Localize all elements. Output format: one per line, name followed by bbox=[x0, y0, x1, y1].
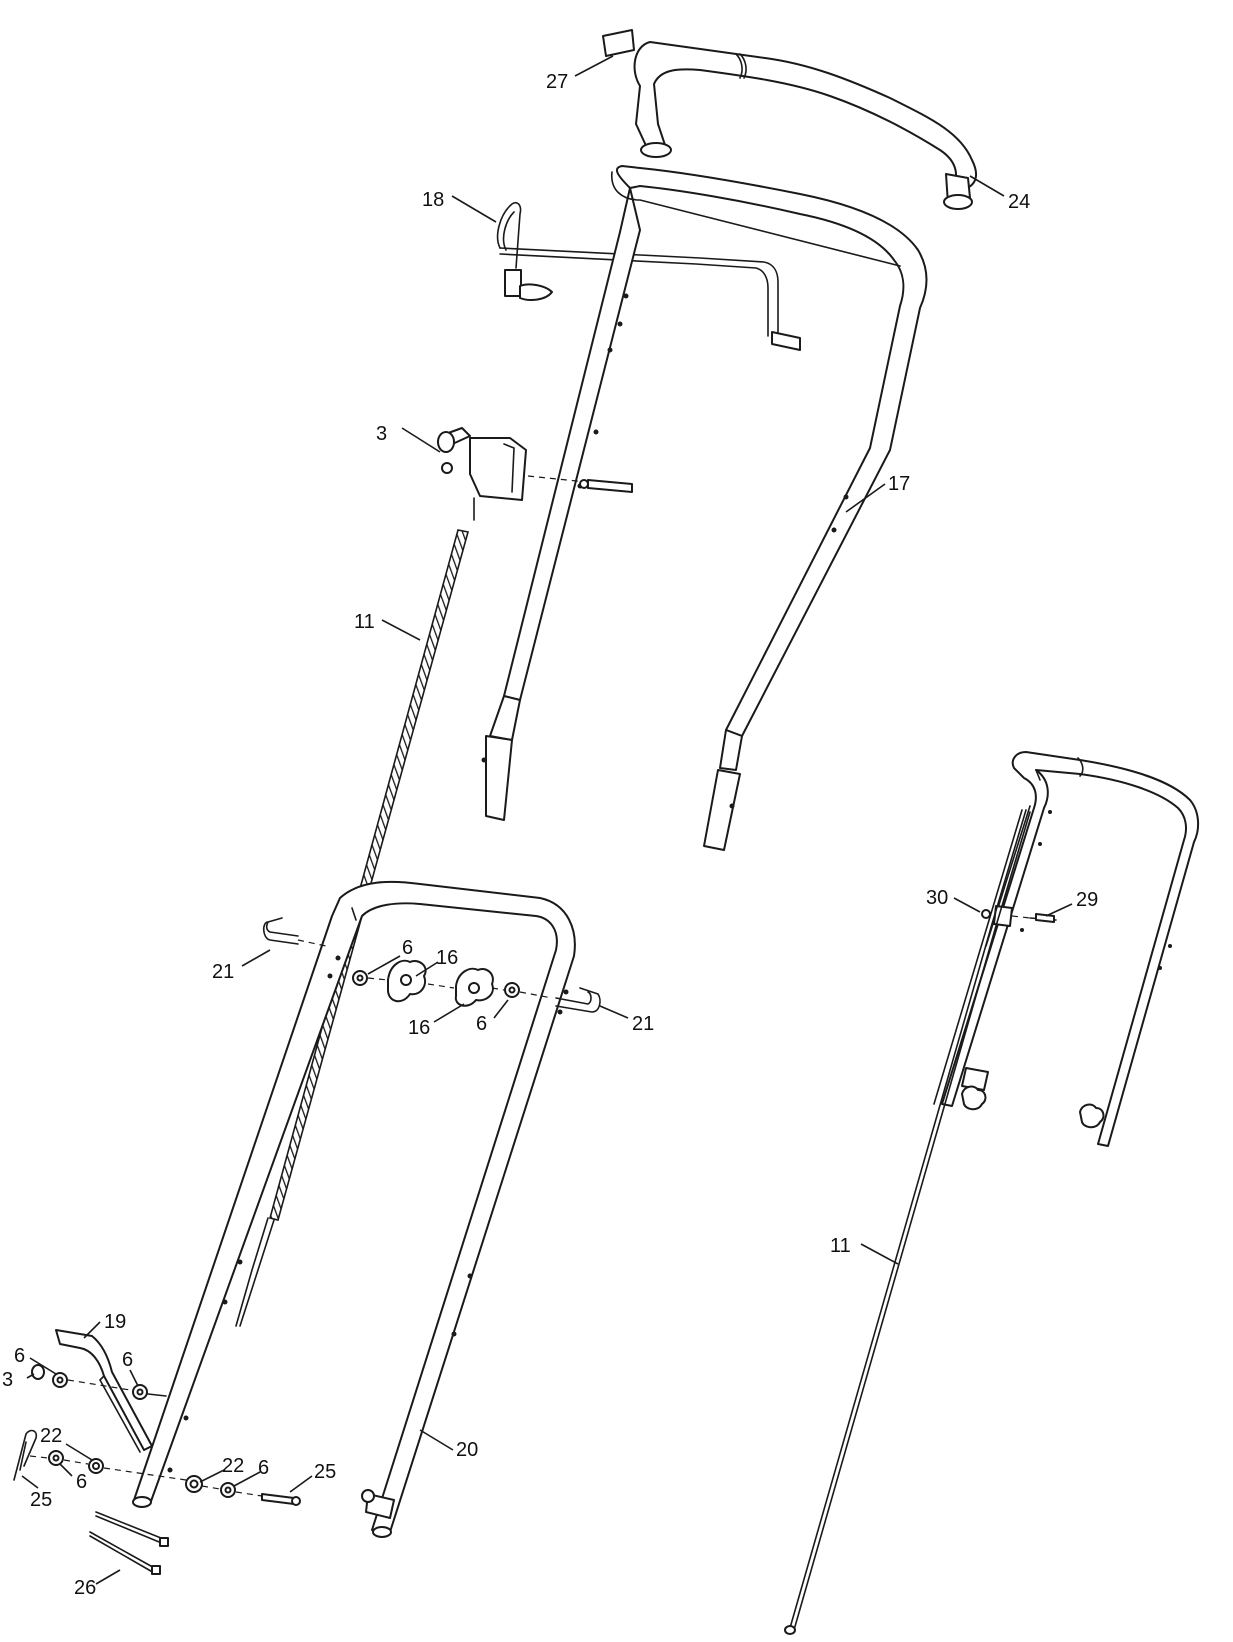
callout-11-right: 11 bbox=[830, 1235, 851, 1257]
callout-6-lower-a: 6 bbox=[14, 1345, 25, 1367]
part-25-hairpin-left bbox=[13, 1429, 38, 1481]
callout-3-throttle: 3 bbox=[376, 423, 387, 445]
callout-21-left: 21 bbox=[212, 961, 234, 983]
callout-labels: 27 24 18 3 17 11 30 29 6 16 21 16 6 21 1… bbox=[2, 71, 1098, 1599]
callout-29: 29 bbox=[1076, 889, 1098, 911]
part-18-bail-lever bbox=[496, 201, 801, 351]
callout-22-right: 22 bbox=[222, 1455, 244, 1477]
callout-24: 24 bbox=[1008, 191, 1030, 213]
callout-11-upper: 11 bbox=[354, 611, 375, 633]
callout-18: 18 bbox=[422, 189, 444, 211]
callout-19: 19 bbox=[104, 1311, 126, 1333]
part-6-washer-lower-c bbox=[48, 1450, 64, 1466]
part-27-label-tag bbox=[602, 29, 635, 57]
assembled-handle-view bbox=[933, 751, 1200, 1147]
callout-16-upper: 16 bbox=[436, 947, 458, 969]
callout-6-upper-left: 6 bbox=[402, 937, 413, 959]
callout-6-upper-right: 6 bbox=[476, 1013, 487, 1035]
part-22-spacer-lower-right bbox=[185, 1475, 203, 1493]
part-11-cable-right bbox=[784, 809, 1031, 1635]
part-6-washer-upper-right bbox=[504, 982, 520, 998]
leader-lines bbox=[21, 55, 1073, 1585]
part-21-u-bolt-right bbox=[555, 987, 601, 1013]
part-21-u-bolt-left bbox=[262, 917, 327, 947]
part-25-clevis-pin bbox=[261, 1493, 301, 1506]
part-6-washer-lower-a bbox=[52, 1372, 68, 1388]
callout-25-right: 25 bbox=[314, 1461, 336, 1483]
part-19-brake-lever bbox=[55, 1329, 153, 1453]
part-16-knob-right bbox=[454, 967, 494, 1007]
callout-26: 26 bbox=[74, 1577, 96, 1599]
callout-16-lower: 16 bbox=[408, 1017, 430, 1039]
callout-6-lower-c: 6 bbox=[76, 1471, 87, 1493]
part-20-lower-handle bbox=[132, 880, 576, 1538]
part-29-screw bbox=[1035, 913, 1055, 923]
callout-3-lower: 3 bbox=[2, 1369, 13, 1391]
part-6-washer-upper-left bbox=[352, 970, 368, 986]
callout-6-lower-d: 6 bbox=[258, 1457, 269, 1479]
part-6-washer-lower-d bbox=[220, 1482, 236, 1498]
callout-25-left: 25 bbox=[30, 1489, 52, 1511]
callout-21-right: 21 bbox=[632, 1013, 654, 1035]
part-17-upper-handle bbox=[481, 165, 928, 851]
part-22-spacer-lower-left bbox=[88, 1458, 104, 1474]
callout-27: 27 bbox=[546, 71, 568, 93]
callout-6-lower-b: 6 bbox=[122, 1349, 133, 1371]
part-30-nut bbox=[981, 909, 991, 919]
callout-20: 20 bbox=[456, 1439, 478, 1461]
callout-17: 17 bbox=[888, 473, 910, 495]
part-3-nut-lower bbox=[31, 1364, 45, 1380]
part-16-knob-left bbox=[387, 959, 427, 1003]
part-26-cable-ties bbox=[89, 1511, 169, 1575]
part-24-handle-grip bbox=[633, 41, 978, 210]
part-6-washer-lower-b bbox=[132, 1384, 148, 1400]
callout-30: 30 bbox=[926, 887, 948, 909]
part-3-throttle-control bbox=[437, 427, 633, 521]
callout-22-left: 22 bbox=[40, 1425, 62, 1447]
